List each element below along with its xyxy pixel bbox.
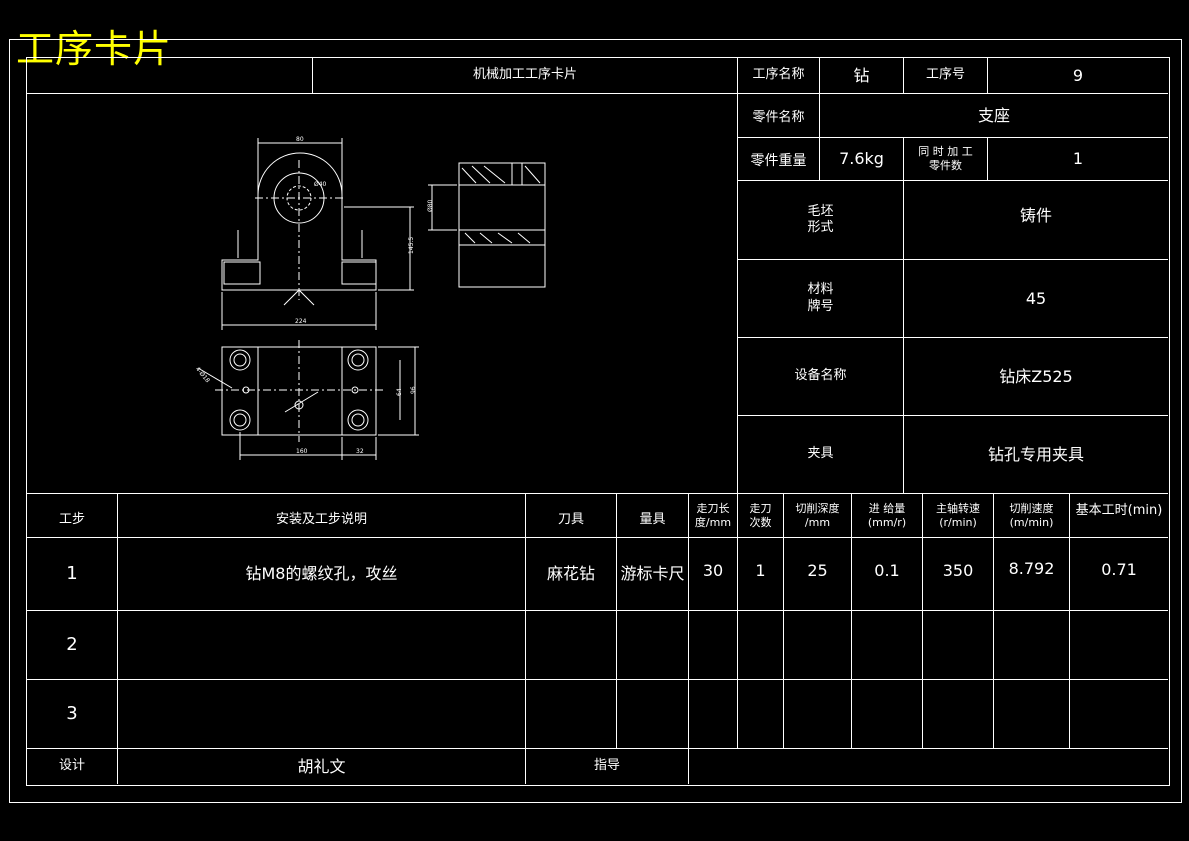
row1-speed: 8.792 [1008, 559, 1055, 578]
part-weight-label: 零件重量 [750, 152, 807, 169]
material-value: 45 [1025, 288, 1047, 308]
process-name-label: 工序名称 [752, 67, 805, 83]
fixture-label: 夹具 [807, 446, 834, 462]
col-depth: 切削深度 /mm [795, 501, 840, 529]
row1-feed: 0.1 [874, 561, 900, 580]
dim-plan-small: 64 [396, 388, 403, 396]
dim-radius: Ø40 [314, 181, 327, 188]
design-label: 设计 [58, 758, 85, 774]
fixture-value: 钻孔专用夹具 [987, 444, 1084, 464]
dim-plan-height: 96 [410, 386, 417, 394]
row2-step: 2 [66, 633, 78, 655]
row1-description: 钻M8的螺纹孔，攻丝 [245, 564, 398, 583]
designer: 胡礼文 [297, 756, 346, 776]
row1-feed-length: 30 [702, 561, 724, 580]
col-feed-length: 走刀长 度/mm [694, 501, 732, 529]
blank-value: 铸件 [1019, 206, 1052, 225]
col-feed: 进 给量 (mm/r) [867, 501, 907, 529]
col-step: 工步 [58, 511, 85, 527]
dim-height: 145.5 [408, 237, 415, 254]
row1-step: 1 [66, 562, 78, 584]
part-weight: 7.6kg [839, 149, 884, 168]
card-title: 工序卡片 [16, 27, 173, 71]
col-passes: 走刀 次数 [749, 501, 772, 529]
col-speed: 切削速度 (m/min) [1009, 501, 1054, 529]
row1-tool: 麻花钻 [546, 564, 595, 583]
row1-gauge: 游标卡尺 [620, 564, 685, 583]
col-description: 安装及工步说明 [275, 511, 367, 527]
guide-value [689, 749, 1168, 784]
process-no: 9 [1072, 65, 1084, 85]
col-gauge: 量具 [639, 511, 666, 527]
row1-spindle: 350 [942, 561, 974, 580]
process-name: 钻 [853, 65, 870, 85]
part-name-label: 零件名称 [752, 110, 805, 126]
col-time: 基本工时(min) [1075, 503, 1163, 519]
row1-time: 0.71 [1101, 560, 1137, 579]
outer-frame [9, 39, 1182, 803]
guide-label: 指导 [593, 758, 620, 774]
row3-step: 3 [66, 702, 78, 724]
dim-plan-side: 32 [356, 448, 364, 455]
dim-base-width: 224 [295, 318, 307, 325]
simul-count: 1 [1072, 149, 1084, 168]
dim-hole: 4-Ø18 [194, 366, 211, 385]
card-name: 机械加工工序卡片 [472, 67, 577, 83]
process-no-label: 工序号 [925, 67, 965, 83]
dim-section: Ø80 [427, 199, 434, 212]
equipment-label: 设备名称 [794, 368, 847, 384]
simul-label: 同 时 加 工 零件数 [918, 145, 973, 172]
row1-passes: 1 [755, 561, 766, 580]
col-tool: 刀具 [557, 511, 584, 527]
row1-depth: 25 [807, 561, 828, 580]
col-spindle: 主轴转速 (r/min) [936, 501, 980, 529]
part-name: 支座 [977, 105, 1010, 125]
part-drawing: 80 Ø40 224 145.5 Ø80 4-Ø18 160 32 96 64 [194, 136, 546, 460]
blank-label: 毛坯 形式 [807, 203, 834, 235]
inner-frame [26, 57, 1170, 786]
equipment-value: 钻床Z525 [999, 366, 1073, 386]
dim-plan-width: 160 [296, 448, 308, 455]
material-label: 材料 牌号 [807, 282, 834, 314]
dim-top-width: 80 [296, 136, 304, 143]
